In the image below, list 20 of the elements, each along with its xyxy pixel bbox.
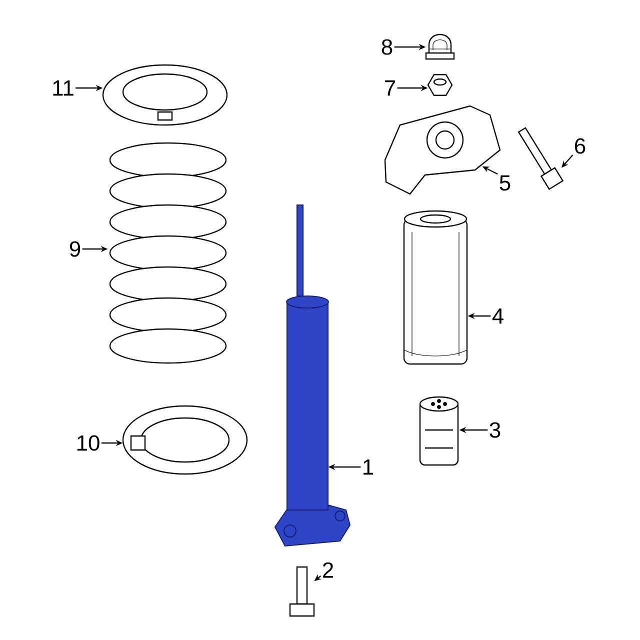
callout-number: 3 (490, 422, 500, 438)
callout-number: 9 (70, 241, 80, 257)
callout-number: 2 (323, 562, 334, 578)
callout-number: 4 (492, 308, 504, 324)
callout-number: 8 (382, 39, 392, 55)
mount-bracket-drawing (384, 105, 501, 195)
callout-number: 5 (500, 175, 510, 191)
nut-drawing (427, 74, 453, 96)
callout-number: 10 (77, 435, 100, 451)
bolt-drawing (289, 566, 315, 617)
bump-stop-drawing (419, 396, 459, 466)
callout-number: 1 (364, 459, 374, 475)
callout-number: 6 (575, 138, 586, 154)
dust-boot-drawing (403, 210, 468, 365)
spring-seat-drawing (122, 405, 248, 475)
coil-spring-drawing (109, 142, 227, 364)
callout-number: 7 (385, 80, 396, 96)
callout-number: 11 (53, 80, 74, 96)
spring-seat-drawing (102, 64, 228, 126)
cap-drawing (425, 34, 455, 60)
